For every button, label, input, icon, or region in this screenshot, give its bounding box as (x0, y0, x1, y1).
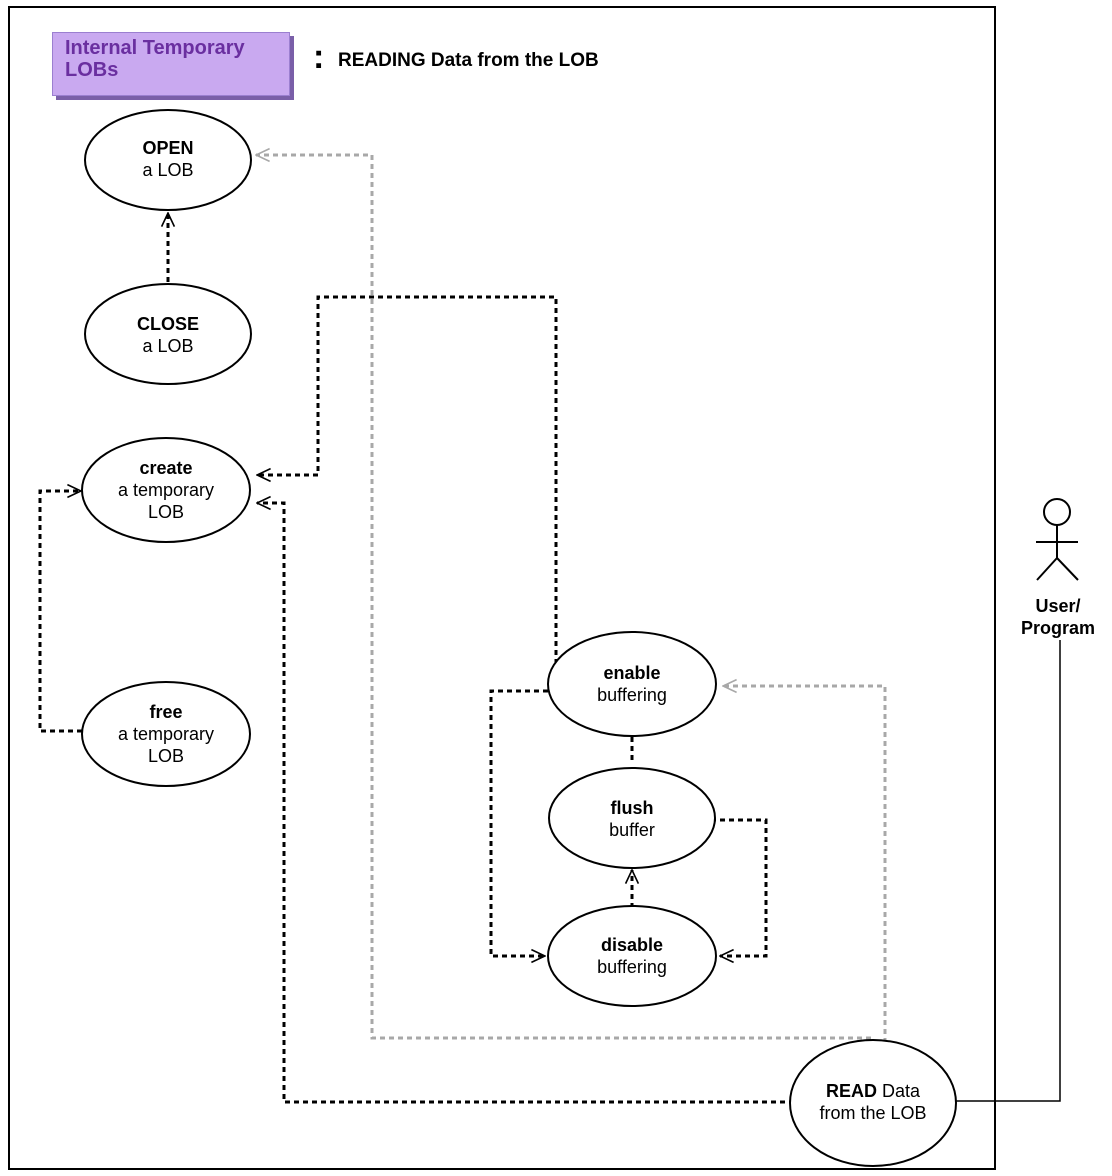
actor-association-line (956, 640, 1061, 1102)
diagram-frame (8, 6, 996, 1170)
dep-enable-to-create (257, 295, 558, 691)
diagram-title: READING Data from the LOB (338, 50, 599, 71)
usecase-create (81, 437, 251, 543)
topic-tag-line1: Internal Temporary (65, 37, 245, 59)
actor-label: User/Program (1012, 595, 1104, 639)
usecase-close (84, 283, 252, 385)
dep-flush-to-disable (711, 818, 768, 956)
usecase-enable (547, 631, 717, 737)
usecase-open (84, 109, 252, 211)
topic-tag-line2: LOBs (65, 59, 119, 81)
usecase-flush (548, 767, 716, 869)
usecase-disable (547, 905, 717, 1007)
usecase-free (81, 681, 251, 787)
title-separator: : (313, 38, 325, 76)
dep-enable-to-disable (489, 689, 548, 956)
dep-read-to-enable (723, 686, 887, 1052)
dep-read-to-open (256, 155, 871, 1040)
actor-label-line2: Program (1020, 618, 1096, 638)
dep-free-to-create (38, 491, 82, 733)
actor-user-icon (1036, 498, 1079, 581)
dep-read-to-create (257, 503, 794, 1104)
usecase-read (789, 1039, 957, 1167)
actor-label-line1: User/ (1035, 596, 1081, 616)
